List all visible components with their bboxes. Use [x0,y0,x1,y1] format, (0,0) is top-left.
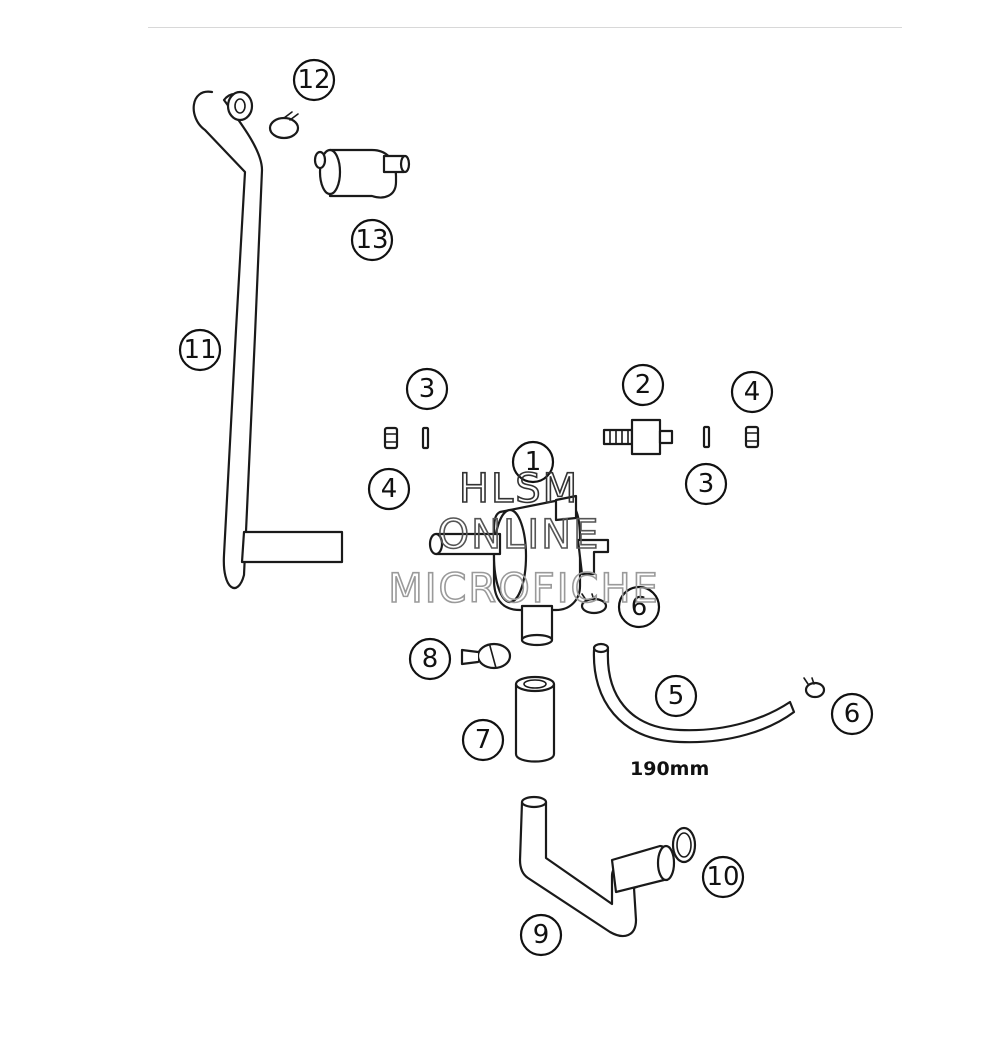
part-6-clamp-upper[interactable] [580,593,608,615]
part-3-washer-left[interactable] [421,426,430,450]
svg-text:9: 9 [533,920,550,950]
callout-12: 12 [292,58,336,102]
hose-length-label: 190mm [630,758,709,780]
svg-text:2: 2 [635,370,652,400]
part-1-air-valve[interactable] [428,494,610,647]
callout-2: 2 [621,363,665,407]
svg-text:4: 4 [744,377,761,407]
svg-text:11: 11 [183,335,216,365]
svg-text:3: 3 [698,469,715,499]
callout-13: 13 [350,218,394,262]
svg-text:10: 10 [706,862,739,892]
callout-7: 7 [461,718,505,762]
part-6-clamp-lower[interactable] [803,677,826,699]
svg-text:4: 4 [381,474,398,504]
svg-text:1: 1 [525,447,542,477]
svg-text:13: 13 [355,225,388,255]
part-9-bent-pipe[interactable] [518,795,676,938]
top-divider [148,27,902,28]
part-2-rubber-mount[interactable] [602,418,674,456]
callout-8: 8 [408,637,452,681]
part-3-washer-right[interactable] [702,425,711,449]
svg-text:190mm: 190mm [630,758,709,780]
watermark-line3: MICROFICHE [388,566,660,612]
svg-text:6: 6 [844,699,861,729]
part-4-nut-left[interactable] [383,426,399,450]
part-12-clamp[interactable] [268,111,300,140]
part-13-elbow-valve[interactable] [313,148,411,199]
part-11-hose[interactable] [192,90,344,589]
callout-1: 1 [511,440,555,484]
callout-10: 10 [701,855,745,899]
watermark: HLSM ONLINE MICROFICHE [387,465,660,613]
callout-3-left: 3 [405,367,449,411]
callout-3-right: 3 [684,462,728,506]
callout-4-left: 4 [367,467,411,511]
callout-9: 9 [519,913,563,957]
part-7-rubber-sleeve[interactable] [514,675,556,763]
part-4-nut-right[interactable] [744,425,760,449]
svg-text:8: 8 [422,644,439,674]
watermark-line1: HLSM [459,466,579,512]
svg-text:3: 3 [419,374,436,404]
callout-11: 11 [178,328,222,372]
part-8-hose-clamp[interactable] [460,642,512,670]
callout-6-lower: 6 [830,692,874,736]
svg-text:12: 12 [297,65,330,95]
callout-5: 5 [654,674,698,718]
svg-text:5: 5 [668,681,685,711]
watermark-line2: ONLINE [438,512,601,558]
part-10-o-ring[interactable] [671,826,697,864]
part-5-hose-190mm[interactable] [592,642,796,744]
callout-4-right: 4 [730,370,774,414]
svg-text:7: 7 [475,725,492,755]
svg-text:6: 6 [631,592,648,622]
callout-6-upper: 6 [617,585,661,629]
